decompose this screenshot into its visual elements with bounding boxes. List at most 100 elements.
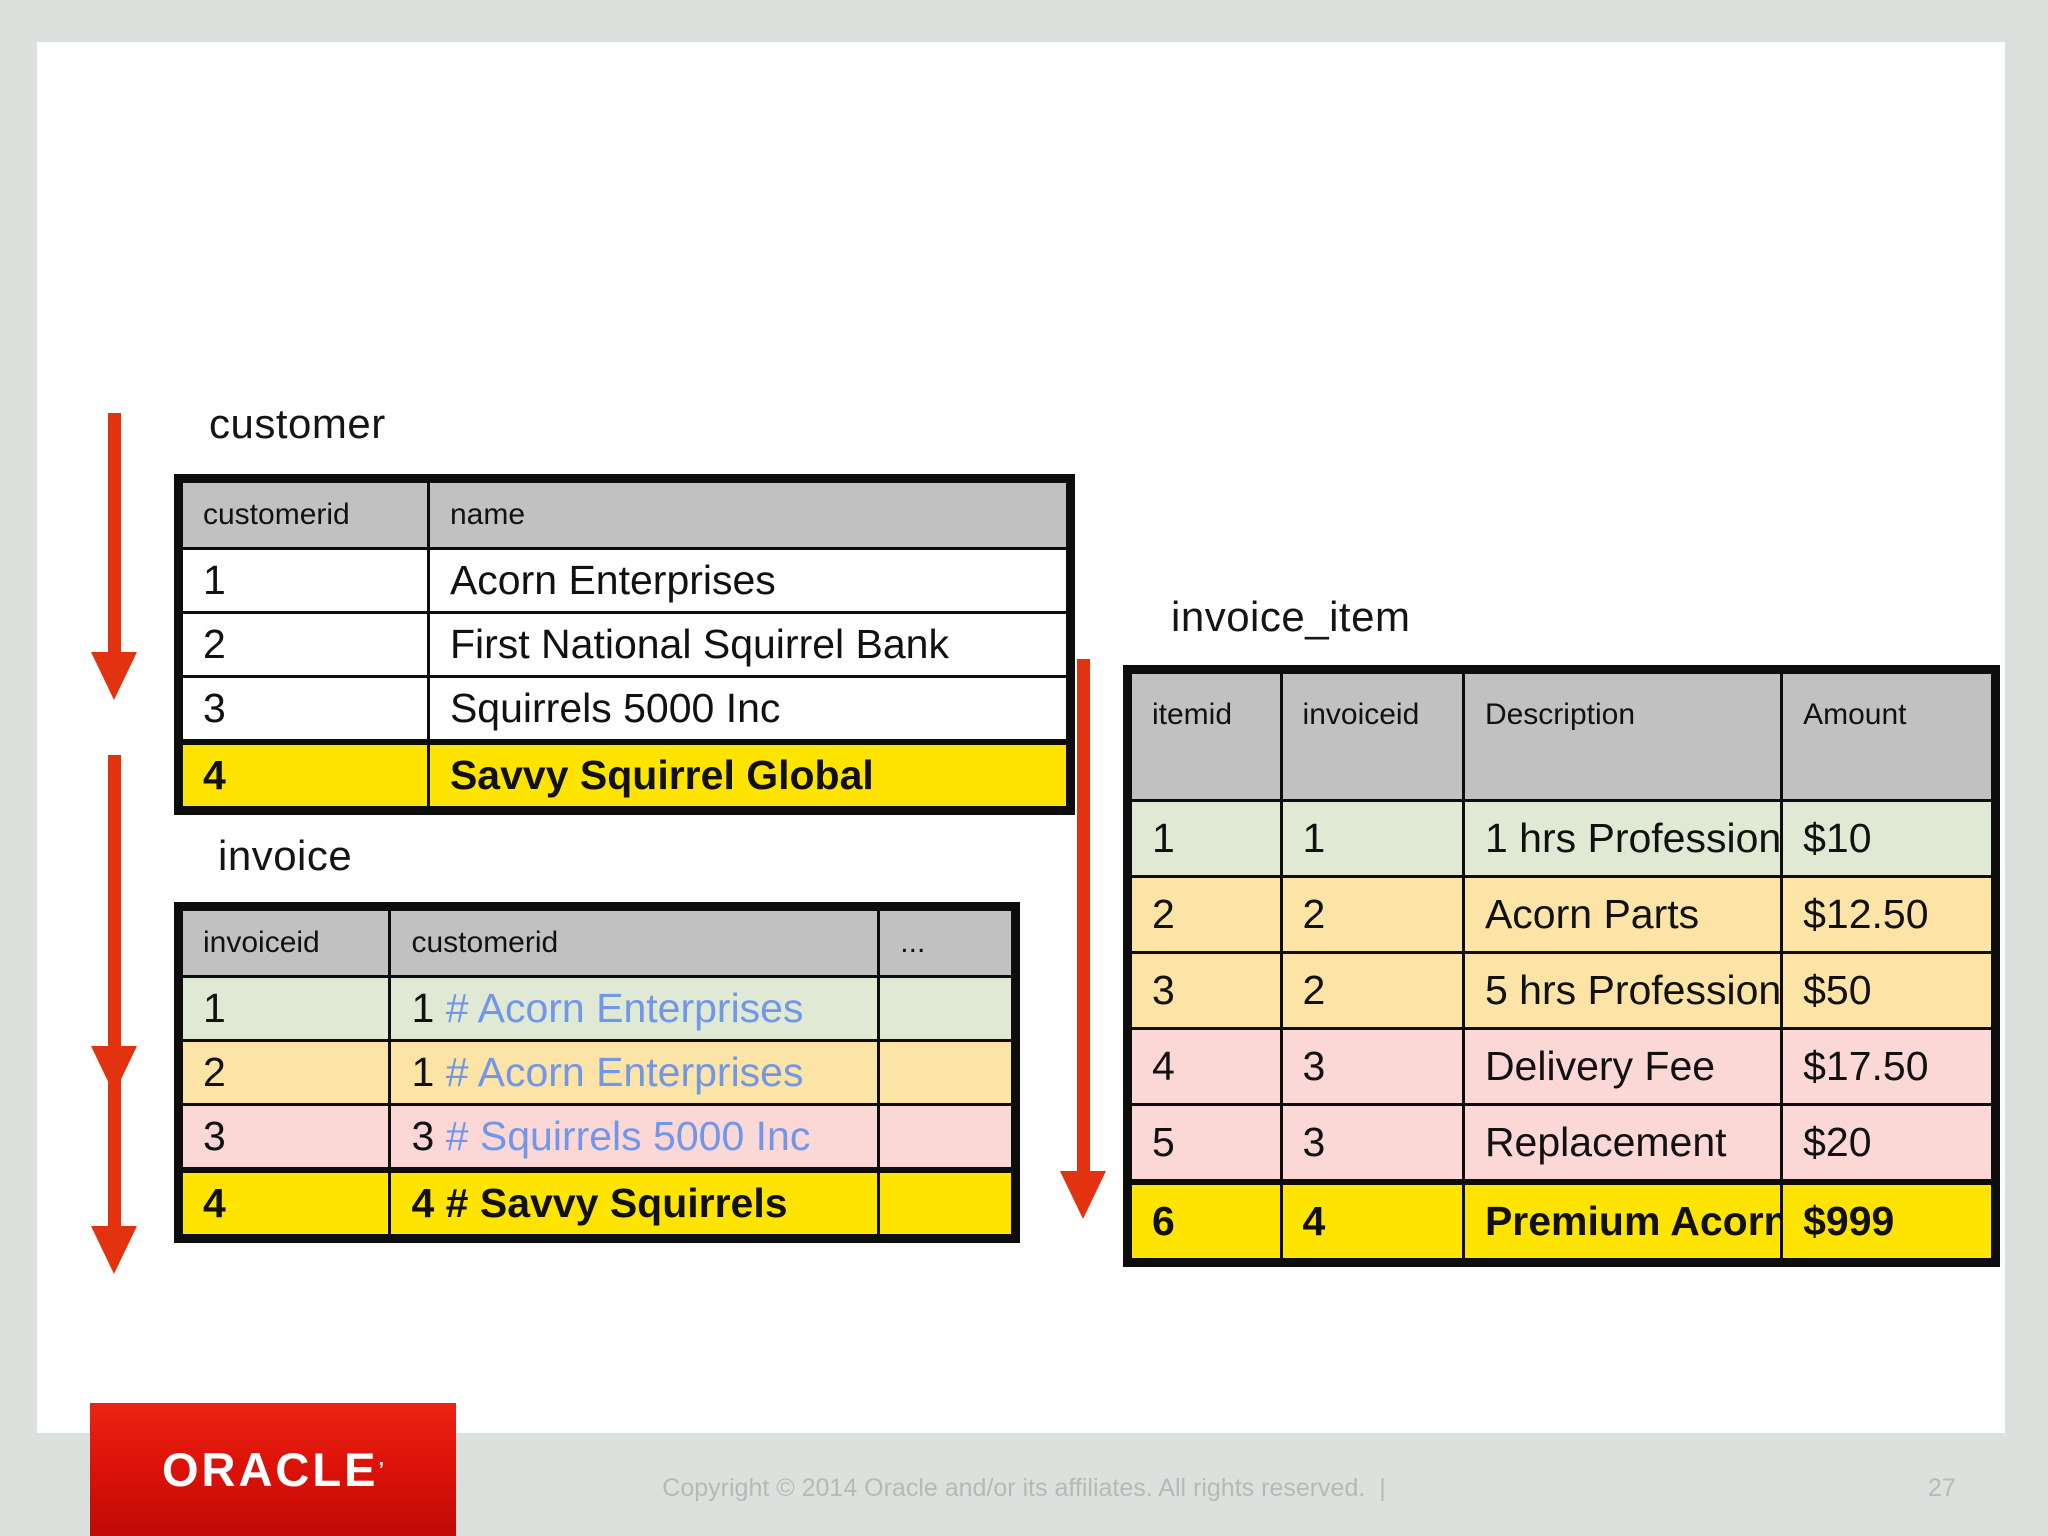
column-header: name	[426, 480, 1070, 550]
table-cell: 6	[1129, 1179, 1283, 1261]
table-cell: $12.50	[1780, 875, 1994, 954]
table-cell: $999	[1780, 1179, 1994, 1261]
red-arrow-invoice-rows-icon	[91, 755, 137, 1094]
column-header: ...	[877, 908, 1014, 978]
table-cell: 5	[1129, 1103, 1283, 1184]
table-cell	[877, 1167, 1014, 1237]
table-cell: $10	[1780, 799, 1994, 878]
table-cell: 2	[1129, 875, 1283, 954]
table-cell: 4 # Savvy Squirrels	[388, 1167, 881, 1237]
table-cell: 3	[179, 1103, 392, 1172]
table-cell: Premium Acorn	[1461, 1179, 1784, 1261]
table-cell: 3	[1279, 1027, 1465, 1106]
table-cell: 1	[179, 975, 392, 1042]
foreign-key-value: 1	[411, 1049, 446, 1095]
customer-table-title: customer	[209, 400, 386, 447]
table-cell: First National Squirrel Bank	[426, 611, 1070, 678]
table-cell: $20	[1780, 1103, 1994, 1184]
oracle-logo: ORACLE’	[90, 1403, 456, 1536]
table-cell: 4	[180, 739, 430, 809]
table-cell: 1 # Acorn Enterprises	[388, 975, 881, 1042]
column-header: customerid	[388, 908, 881, 978]
table-cell: 4	[1279, 1179, 1465, 1261]
invoice-item-table-title: invoice_item	[1171, 593, 1411, 640]
table-cell: 3 # Squirrels 5000 Inc	[388, 1103, 881, 1172]
column-header: customerid	[180, 480, 430, 550]
table-cell	[877, 975, 1014, 1042]
table-cell: Acorn Enterprises	[426, 547, 1070, 614]
table-cell: $50	[1780, 951, 1994, 1030]
table-cell: 1 # Acorn Enterprises	[388, 1039, 881, 1106]
arrow-shaft	[108, 1062, 121, 1228]
foreign-key-reference-link: # Acorn Enterprises	[445, 985, 804, 1031]
table-cell: 4	[1129, 1027, 1283, 1106]
invoice-table-title: invoice	[218, 832, 353, 879]
table-cell: 3	[180, 675, 430, 744]
column-header: invoiceid	[179, 908, 392, 978]
column-header: Description	[1461, 671, 1784, 802]
foreign-key-reference-link: # Acorn Enterprises	[445, 1049, 804, 1095]
arrow-head	[91, 1226, 137, 1274]
column-header: itemid	[1129, 671, 1283, 802]
table-cell: Delivery Fee	[1461, 1027, 1784, 1106]
table-cell: 1	[1129, 799, 1283, 878]
footer-copyright: Copyright © 2014 Oracle and/or its affil…	[662, 1474, 1386, 1502]
table-cell: 2	[1279, 951, 1465, 1030]
table-cell: 2	[180, 611, 430, 678]
table-cell	[877, 1103, 1014, 1172]
arrow-head	[91, 652, 137, 700]
table-cell: Squirrels 5000 Inc	[426, 675, 1070, 744]
page-number: 27	[1928, 1474, 1956, 1502]
table-cell: 3	[1279, 1103, 1465, 1184]
table-cell: 1 hrs Professional	[1461, 799, 1784, 878]
red-arrow-invoice-growth-icon	[91, 1062, 137, 1274]
arrow-shaft	[108, 755, 121, 1048]
red-arrow-invoice-item-rows-icon	[1060, 659, 1106, 1219]
table-cell: 1	[1279, 799, 1465, 878]
table-cell: 2	[179, 1039, 392, 1106]
foreign-key-value: 1	[411, 985, 446, 1031]
table-cell	[877, 1039, 1014, 1106]
oracle-wordmark: ORACLE	[161, 1443, 379, 1496]
registered-mark-icon: ’	[378, 1458, 384, 1481]
foreign-key-reference-link: # Squirrels 5000 Inc	[445, 1113, 811, 1159]
arrow-shaft	[1077, 659, 1090, 1173]
red-arrow-customer-rows-icon	[91, 413, 137, 700]
arrow-shaft	[108, 413, 121, 654]
column-header: Amount	[1780, 671, 1994, 802]
table-cell: 3	[1129, 951, 1283, 1030]
table-cell: Savvy Squirrel Global	[426, 739, 1070, 809]
column-header: invoiceid	[1279, 671, 1465, 802]
table-cell: 2	[1279, 875, 1465, 954]
foreign-key-value: 3	[411, 1113, 446, 1159]
arrow-head	[1060, 1171, 1106, 1219]
table-cell: Acorn Parts	[1461, 875, 1784, 954]
table-cell: 5 hrs Professional	[1461, 951, 1784, 1030]
table-cell: $17.50	[1780, 1027, 1994, 1106]
table-cell: 4	[179, 1167, 392, 1237]
table-cell: 1	[180, 547, 430, 614]
